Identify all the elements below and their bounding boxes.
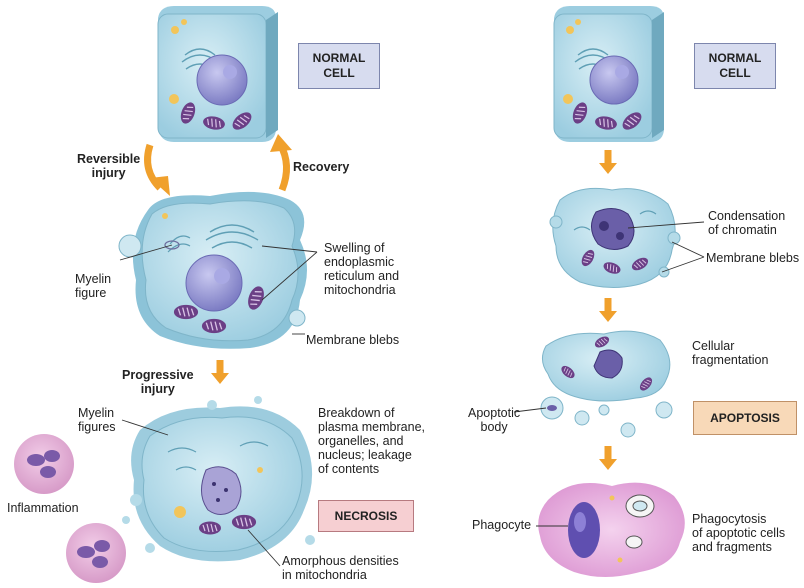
cellular-fragmentation-label: Cellular fragmentation [692,339,769,367]
apoptotic-body-label: Apoptotic body [468,406,521,434]
amorphous-densities-label: Amorphous densities in mitochondria [282,554,399,582]
right-leader-lines [513,221,705,527]
reversible-injury-arrow [144,143,170,196]
phagocyte-label: Phagocyte [472,518,532,532]
left-leader-lines [119,244,318,567]
phagocyte-illustration [538,482,685,577]
swelling-label: Swelling of endoplasmic reticulum and mi… [324,241,400,297]
normal-cell-illustration [157,6,278,142]
membrane-blebs-right-label: Membrane blebs [706,251,800,265]
reversible-injury-label: Reversible injury [77,152,141,180]
progressive-injury-arrow [211,360,229,384]
inflammation-label: Inflammation [7,501,79,515]
recovery-label: Recovery [293,160,350,174]
myelin-figures-label: Myelin figures [78,406,116,434]
recovery-arrow [270,134,292,192]
necrotic-cell-illustration [122,396,315,562]
membrane-blebs-left-label: Membrane blebs [306,333,400,347]
normal-cell-tag-left: NORMAL CELL [298,43,380,89]
normal-cell-tag-right: NORMAL CELL [694,43,776,89]
normal-cell-illustration-right [553,6,664,142]
arrow-to-fragmentation [599,298,617,322]
arrow-to-condensation [599,150,617,174]
progressive-injury-label: Progressive injury [122,368,194,396]
breakdown-label: Breakdown of plasma membrane, organelles… [318,406,425,476]
apoptotic-cell-illustration [549,187,681,288]
fragmenting-cell-illustration [540,330,673,438]
swollen-cell-illustration [118,191,307,349]
phagocytosis-label: Phagocytosis of apoptotic cells and frag… [692,512,786,554]
myelin-figure-label: Myelin figure [75,272,112,300]
condensation-label: Condensation of chromatin [708,209,786,237]
necrosis-tag: NECROSIS [318,500,414,532]
apoptosis-tag: APOPTOSIS [693,401,797,435]
inflammatory-cell-illustration [14,434,126,583]
arrow-to-phagocytosis [599,446,617,470]
